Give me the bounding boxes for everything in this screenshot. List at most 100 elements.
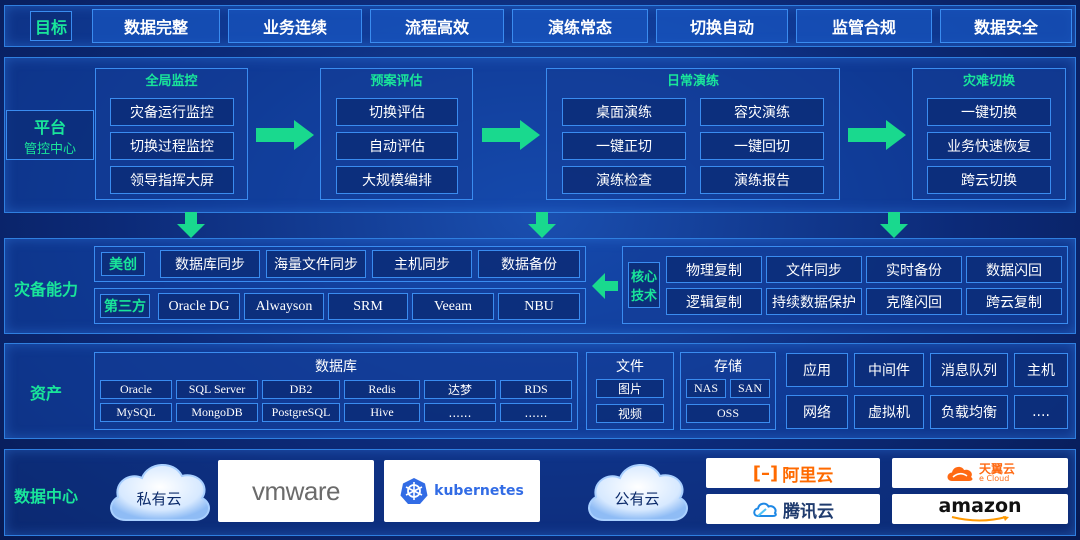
aliyun-logo: [–] 阿里云: [706, 458, 880, 488]
capability-label: 灾备能力: [14, 280, 79, 299]
asset-item: 虚拟机: [854, 395, 924, 429]
third-party-item: NBU: [498, 293, 580, 320]
global-monitor-item: 切换过程监控: [110, 132, 234, 160]
datacenter-label: 数据中心: [14, 487, 79, 506]
private-cloud-label: 私有云: [136, 490, 182, 508]
daily-drill-item: 演练报告: [700, 166, 824, 194]
tencent-cloud-icon: [753, 502, 777, 517]
core-tech-item: 跨云复制: [966, 288, 1062, 315]
plan-eval-title: 预案评估: [370, 73, 423, 89]
tianyi-text: 天翼云: [978, 462, 1015, 476]
vmware-text: vmware: [251, 475, 341, 506]
core-tech-item: 克隆闪回: [866, 288, 962, 315]
disaster-switch-item: 业务快速恢复: [927, 132, 1051, 160]
kubernetes-text: kubernetes: [434, 483, 524, 499]
right-arrow-icon: [848, 120, 906, 150]
asset-item: 主机: [1014, 353, 1068, 387]
meichuang-item: 海量文件同步: [266, 250, 366, 278]
tianyi-cloud-icon: [947, 466, 973, 481]
daily-drill-item: 一键正切: [562, 132, 686, 160]
daily-drill-item: 容灾演练: [700, 98, 824, 126]
storage-title: 存储: [714, 359, 742, 375]
goal-item: 演练常态: [512, 9, 648, 43]
database-item: Hive: [344, 403, 420, 422]
core-tech-item: 物理复制: [666, 256, 762, 283]
core-tech-item: 逻辑复制: [666, 288, 762, 315]
plan-eval-item: 切换评估: [336, 98, 458, 126]
disaster-switch-item: 一键切换: [927, 98, 1051, 126]
third-party-item: SRM: [328, 293, 408, 320]
storage-item: NAS: [686, 379, 726, 398]
asset-item: 负载均衡: [930, 395, 1008, 429]
database-item: SQL Server: [176, 380, 258, 399]
goal-item: 流程高效: [370, 9, 504, 43]
down-arrow-icon: [177, 212, 205, 238]
core-tech-item: 实时备份: [866, 256, 962, 283]
goal-item: 数据完整: [92, 9, 220, 43]
public-cloud-label: 公有云: [614, 490, 660, 508]
daily-drill-title: 日常演练: [666, 73, 719, 89]
daily-drill-item: 演练检查: [562, 166, 686, 194]
file-title: 文件: [616, 359, 644, 375]
right-arrow-icon: [256, 120, 314, 150]
goal-label: 目标: [30, 11, 72, 41]
asset-item: 应用: [786, 353, 848, 387]
global-monitor-item: 领导指挥大屏: [110, 166, 234, 194]
down-arrow-icon: [528, 212, 556, 238]
third-party-item: Oracle DG: [158, 293, 240, 320]
core-tech-label: 核心 技术: [628, 262, 660, 308]
down-arrow-icon: [880, 212, 908, 238]
daily-drill-item: 桌面演练: [562, 98, 686, 126]
platform-label: 平台 管控中心: [6, 110, 94, 160]
file-item: 视频: [596, 404, 664, 423]
core-tech-label-line1: 核心: [630, 270, 657, 285]
goal-item: 数据安全: [940, 9, 1072, 43]
meichuang-item: 主机同步: [372, 250, 472, 278]
meichuang-label: 美创: [101, 252, 145, 276]
database-item: DB2: [262, 380, 340, 399]
tencent-text: 腾讯云: [783, 501, 834, 522]
asset-item: 网络: [786, 395, 848, 429]
goal-item: 监管合规: [796, 9, 932, 43]
plan-eval-item: 自动评估: [336, 132, 458, 160]
database-item: RDS: [500, 380, 572, 399]
right-arrow-icon: [482, 120, 540, 150]
database-item: PostgreSQL: [262, 403, 340, 422]
kubernetes-wheel-icon: [400, 478, 428, 504]
public-cloud-icon: [588, 464, 688, 521]
core-tech-item: 持续数据保护: [766, 288, 862, 315]
disaster-switch-item: 跨云切换: [927, 166, 1051, 194]
daily-drill-item: 一键回切: [700, 132, 824, 160]
kubernetes-logo: kubernetes: [384, 460, 540, 522]
private-cloud-icon: [110, 464, 210, 521]
goal-item: 切换自动: [656, 9, 788, 43]
database-item: ......: [424, 403, 496, 422]
database-item: 达梦: [424, 380, 496, 399]
third-party-item: Alwayson: [244, 293, 324, 320]
amazon-logo: amazon: [892, 494, 1068, 524]
tianyi-text-group: 天翼云 e Cloud: [979, 463, 1015, 483]
aliyun-text: 阿里云: [782, 465, 834, 486]
platform-label-line1: 平台: [33, 117, 66, 137]
file-item: 图片: [596, 379, 664, 398]
database-item: Redis: [344, 380, 420, 399]
database-title: 数据库: [315, 359, 357, 375]
amazon-smile-icon: [951, 515, 1009, 521]
disaster-switch-title: 灾难切换: [962, 73, 1015, 89]
aliyun-bracket-icon: [–]: [752, 462, 779, 484]
platform-label-line2: 管控中心: [23, 141, 76, 157]
third-party-label: 第三方: [100, 294, 150, 318]
meichuang-item: 数据备份: [478, 250, 580, 278]
third-party-item: Veeam: [412, 293, 494, 320]
amazon-text: amazon: [938, 494, 1022, 517]
global-monitor-item: 灾备运行监控: [110, 98, 234, 126]
storage-item: SAN: [730, 379, 770, 398]
plan-eval-item: 大规模编排: [336, 166, 458, 194]
global-monitor-title: 全局监控: [145, 73, 198, 89]
assets-label: 资产: [30, 384, 63, 403]
core-tech-label-line2: 技术: [630, 289, 657, 304]
tianyi-logo: 天翼云 e Cloud: [892, 458, 1068, 488]
tencent-logo: 腾讯云: [706, 494, 880, 524]
core-tech-item: 数据闪回: [966, 256, 1062, 283]
meichuang-item: 数据库同步: [160, 250, 260, 278]
